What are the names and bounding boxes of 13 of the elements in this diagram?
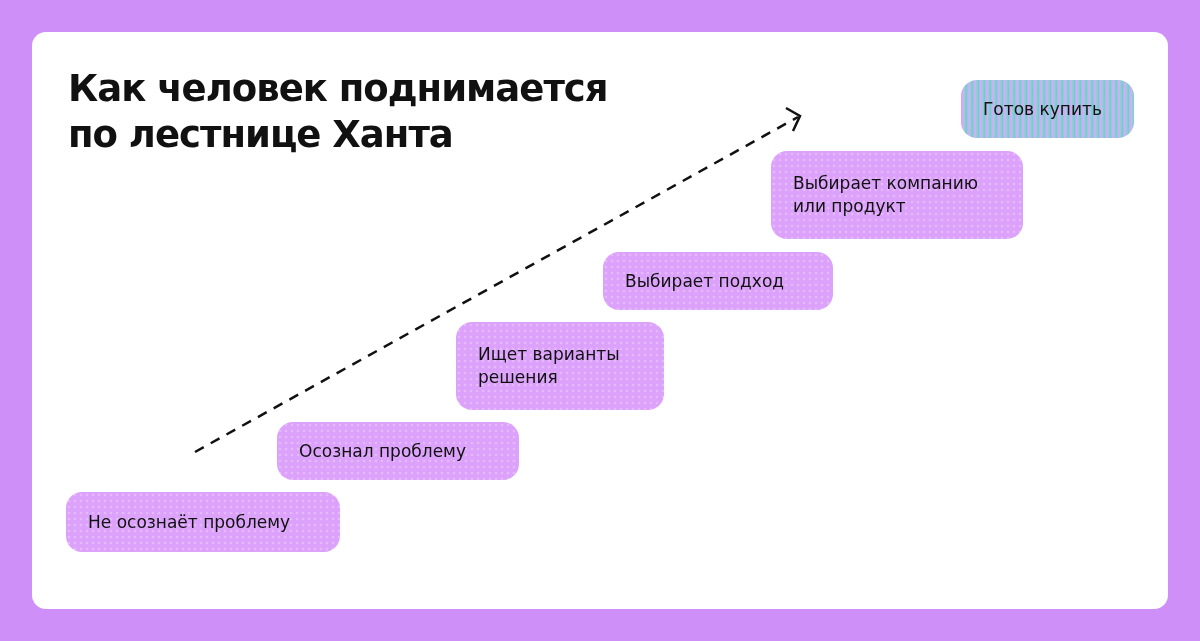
step-box [961,80,1134,138]
step-box [456,322,664,410]
step-box [603,252,833,310]
step-label: Выбирает подход [625,269,785,293]
title: Как человек поднимается по лестнице Ханта [68,66,609,159]
step-label: Не осознаёт проблему [88,510,291,534]
step-box [277,422,519,480]
step-box [66,492,340,552]
step-label: Готов купить [983,97,1102,121]
step-label: Выбирает компанию или продукт [793,172,980,218]
step-label: Осознал проблему [299,439,466,463]
step-box [771,151,1023,239]
step-label: Ищет варианты решения [478,343,621,389]
